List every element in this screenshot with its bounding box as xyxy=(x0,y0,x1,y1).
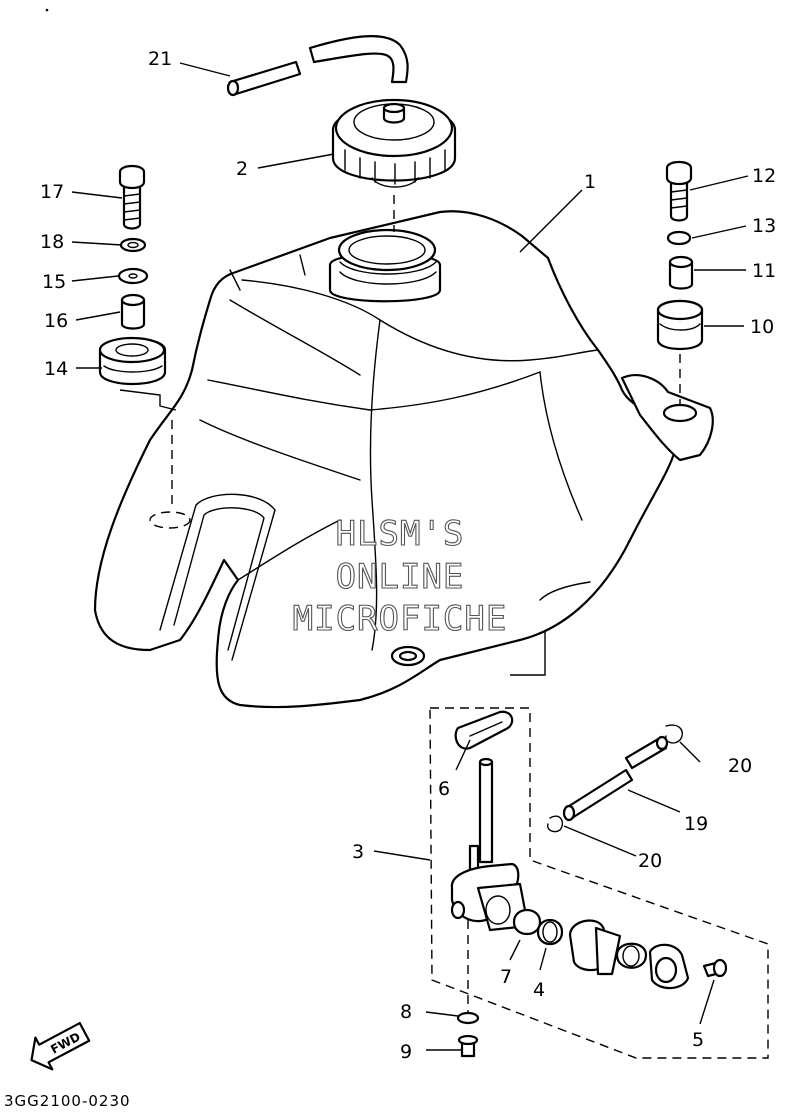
callout-18: 18 xyxy=(40,231,64,253)
callout-5: 5 xyxy=(692,1029,704,1051)
breather-hose xyxy=(226,35,409,97)
fwd-arrow-icon: FWD xyxy=(30,1021,91,1071)
callout-20-upper: 20 xyxy=(728,755,752,777)
callout-1: 1 xyxy=(584,171,596,193)
callout-2: 2 xyxy=(236,158,248,180)
callout-11: 11 xyxy=(752,260,776,282)
part-code: 3GG2100-0230 xyxy=(4,1092,131,1110)
callout-21: 21 xyxy=(148,48,172,70)
fuel-pipe xyxy=(547,724,684,833)
filler-cap xyxy=(331,98,457,188)
callout-14: 14 xyxy=(44,358,68,380)
callout-12: 12 xyxy=(752,165,776,187)
fuel-cock-assembly xyxy=(429,630,769,1059)
callout-13: 13 xyxy=(752,215,776,237)
callout-10: 10 xyxy=(750,316,774,338)
right-mount-hardware xyxy=(656,160,704,405)
callout-4: 4 xyxy=(533,979,545,1001)
left-mount-hardware xyxy=(98,164,177,510)
callout-8: 8 xyxy=(400,1001,412,1023)
callout-20-lower: 20 xyxy=(638,850,662,872)
callout-16: 16 xyxy=(44,310,68,332)
callout-labels: 21 2 1 17 18 15 16 14 12 13 11 10 6 3 20… xyxy=(40,48,776,1063)
callout-19: 19 xyxy=(684,813,708,835)
corner-dot xyxy=(45,8,49,12)
watermark-line-1: HLSM'S xyxy=(336,514,465,554)
watermark-line-2: ONLINE xyxy=(336,557,465,597)
callout-7: 7 xyxy=(500,966,512,988)
callout-6: 6 xyxy=(438,778,450,800)
leader-lines xyxy=(71,62,749,1051)
watermark-line-3: MICROFICHE xyxy=(293,599,508,639)
callout-9: 9 xyxy=(400,1041,412,1063)
fuel-tank xyxy=(93,210,714,709)
callout-3: 3 xyxy=(352,841,364,863)
callout-15: 15 xyxy=(42,271,66,293)
callout-17: 17 xyxy=(40,181,64,203)
watermark: HLSM'S ONLINE MICROFICHE xyxy=(292,513,508,639)
